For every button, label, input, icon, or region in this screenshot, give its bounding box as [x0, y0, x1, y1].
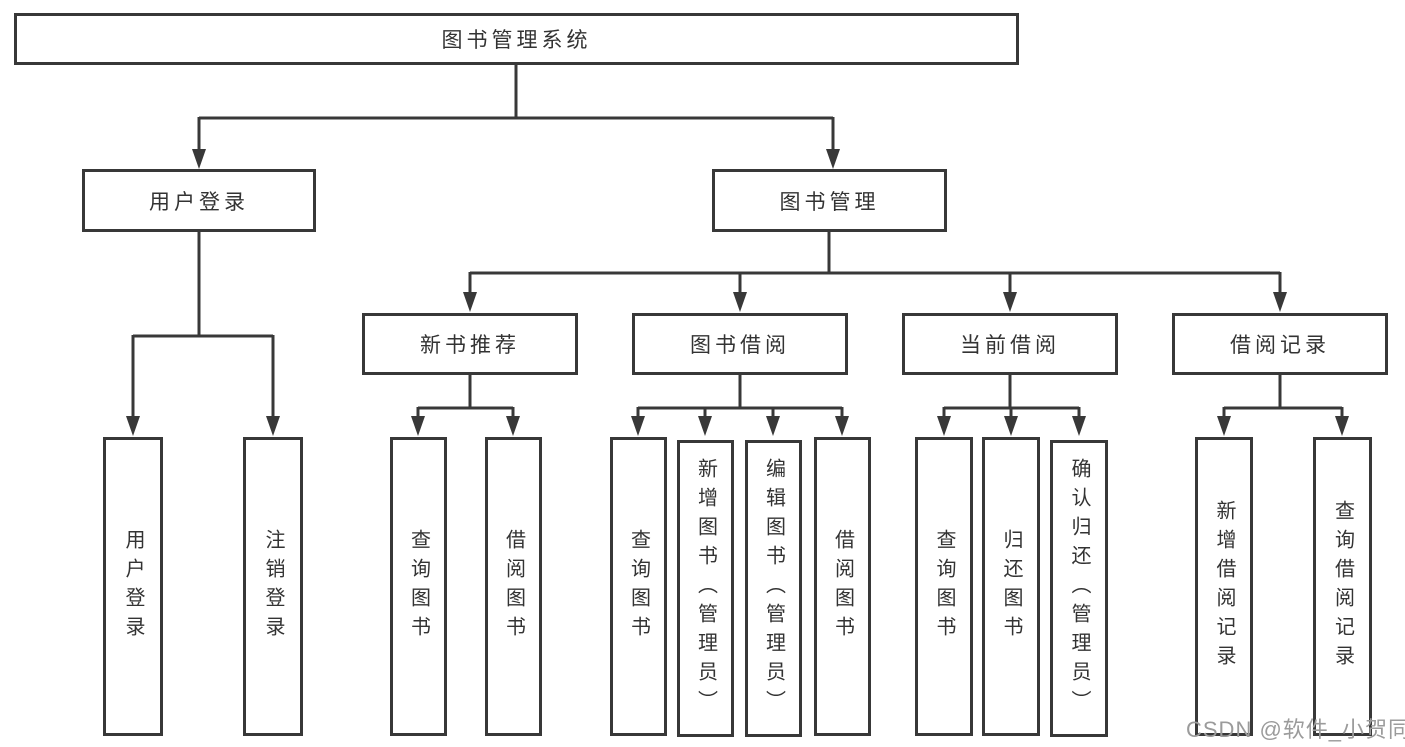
- connector-line: [468, 231, 1282, 294]
- leaf-br-add-record-label: 新增借阅记录: [1213, 499, 1235, 674]
- leaf-br-query-record: 查询借阅记录: [1313, 437, 1372, 736]
- arrow-down: [506, 416, 520, 436]
- arrow-down: [826, 149, 840, 169]
- connector-book-borrow-to-leaves: [631, 374, 849, 436]
- connector-borrow-records-to-leaves: [1217, 374, 1349, 436]
- leaf-user-login: 用户登录: [103, 437, 163, 736]
- leaf-cb-query-books: 查询图书: [915, 437, 973, 736]
- leaf-cb-return-books: 归还图书: [982, 437, 1040, 736]
- leaf-user-login-label: 用户登录: [122, 528, 144, 645]
- node-root: 图书管理系统: [14, 13, 1019, 65]
- arrow-down: [835, 416, 849, 436]
- connector-line: [636, 374, 844, 418]
- connector-line: [1222, 374, 1344, 418]
- node-book-mgmt: 图书管理: [712, 169, 947, 232]
- leaf-cb-confirm-return-label: 确认归还（管理员）: [1068, 458, 1090, 719]
- arrow-down: [126, 416, 140, 436]
- leaf-nbr-query-books-label: 查询图书: [407, 528, 430, 645]
- node-book-mgmt-label: 图书管理: [779, 190, 880, 214]
- node-root-label: 图书管理系统: [441, 29, 592, 52]
- node-book-borrow: 图书借阅: [632, 313, 848, 375]
- arrow-down: [631, 416, 645, 436]
- arrow-down: [937, 416, 951, 436]
- leaf-nbr-borrow-books-label: 借阅图书: [502, 528, 525, 645]
- node-current-borrow-label: 当前借阅: [960, 334, 1060, 357]
- leaf-bb-add-books: 新增图书（管理员）: [677, 440, 734, 737]
- arrow-down: [1273, 292, 1287, 312]
- connector-line: [131, 231, 275, 418]
- leaf-bb-add-books-label: 新增图书（管理员）: [694, 458, 717, 719]
- leaf-bb-edit-books-label: 编辑图书（管理员）: [762, 458, 785, 719]
- connector-line: [416, 374, 515, 418]
- leaf-logout-label: 注销登录: [262, 528, 284, 645]
- connector-root-to-level2: [192, 65, 840, 169]
- connector-user-login-to-leaves: [126, 231, 280, 436]
- leaf-cb-query-books-label: 查询图书: [933, 528, 955, 645]
- csdn-watermark: CSDN @软件_小贺同学: [1186, 717, 1405, 742]
- arrow-down: [266, 416, 280, 436]
- leaf-nbr-borrow-books: 借阅图书: [485, 437, 542, 736]
- node-borrow-records-label: 借阅记录: [1230, 334, 1330, 357]
- leaf-bb-query-books-label: 查询图书: [627, 528, 650, 645]
- arrow-down: [766, 416, 780, 436]
- leaf-br-query-record-label: 查询借阅记录: [1331, 499, 1354, 674]
- node-borrow-records: 借阅记录: [1172, 313, 1388, 375]
- node-new-book-rec-label: 新书推荐: [420, 334, 520, 357]
- leaf-bb-borrow-books-label: 借阅图书: [831, 528, 854, 645]
- leaf-bb-query-books: 查询图书: [610, 437, 667, 736]
- connector-book-mgmt-to-level3: [463, 231, 1287, 312]
- node-book-borrow-label: 图书借阅: [690, 334, 790, 357]
- connector-new-book-rec-to-leaves: [411, 374, 520, 436]
- leaf-cb-confirm-return: 确认归还（管理员）: [1050, 440, 1108, 737]
- arrow-down: [1217, 416, 1231, 436]
- arrow-down: [1004, 416, 1018, 436]
- leaf-br-add-record: 新增借阅记录: [1195, 437, 1253, 736]
- arrow-down: [192, 149, 206, 169]
- arrow-down: [1072, 416, 1086, 436]
- node-user-login: 用户登录: [82, 169, 316, 232]
- arrow-down: [733, 292, 747, 312]
- leaf-cb-return-books-label: 归还图书: [1000, 528, 1022, 645]
- node-user-login-label: 用户登录: [149, 190, 249, 214]
- connector-line: [197, 65, 835, 150]
- leaf-nbr-query-books: 查询图书: [390, 437, 447, 736]
- leaf-logout: 注销登录: [243, 437, 303, 736]
- node-current-borrow: 当前借阅: [902, 313, 1118, 375]
- arrow-down: [1003, 292, 1017, 312]
- arrow-down: [1335, 416, 1349, 436]
- arrow-down: [411, 416, 425, 436]
- leaf-bb-borrow-books: 借阅图书: [814, 437, 871, 736]
- connector-current-borrow-to-leaves: [937, 374, 1086, 436]
- arrow-down: [463, 292, 477, 312]
- node-new-book-rec: 新书推荐: [362, 313, 578, 375]
- leaf-bb-edit-books: 编辑图书（管理员）: [745, 440, 802, 737]
- connector-line: [942, 374, 1081, 418]
- arrow-down: [698, 416, 712, 436]
